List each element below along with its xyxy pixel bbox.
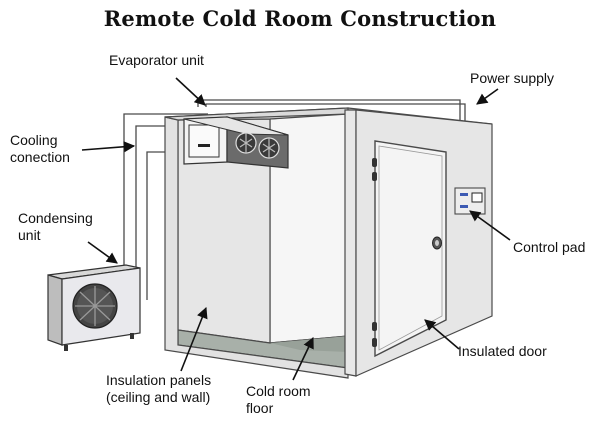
- label-evaporator-unit: Evaporator unit: [109, 52, 204, 68]
- label-insulated-door: Insulated door: [458, 343, 547, 359]
- insulated-door: [374, 140, 447, 358]
- pointer-arrows: [81, 77, 511, 381]
- page-title: Remote Cold Room Construction: [103, 6, 497, 31]
- label-cold-room-floor: Cold room floor: [246, 383, 311, 416]
- label-insulation-panels: Insulation panels (ceiling and wall): [106, 372, 212, 405]
- evaporator-unit: [183, 116, 289, 169]
- condensing-unit: [47, 264, 141, 351]
- label-cooling-connection: Cooling conection: [10, 132, 70, 165]
- label-control-pad: Control pad: [513, 239, 586, 255]
- control-pad: [454, 187, 486, 215]
- label-condensing-unit: Condensing unit: [18, 210, 93, 243]
- label-power-supply: Power supply: [470, 70, 555, 86]
